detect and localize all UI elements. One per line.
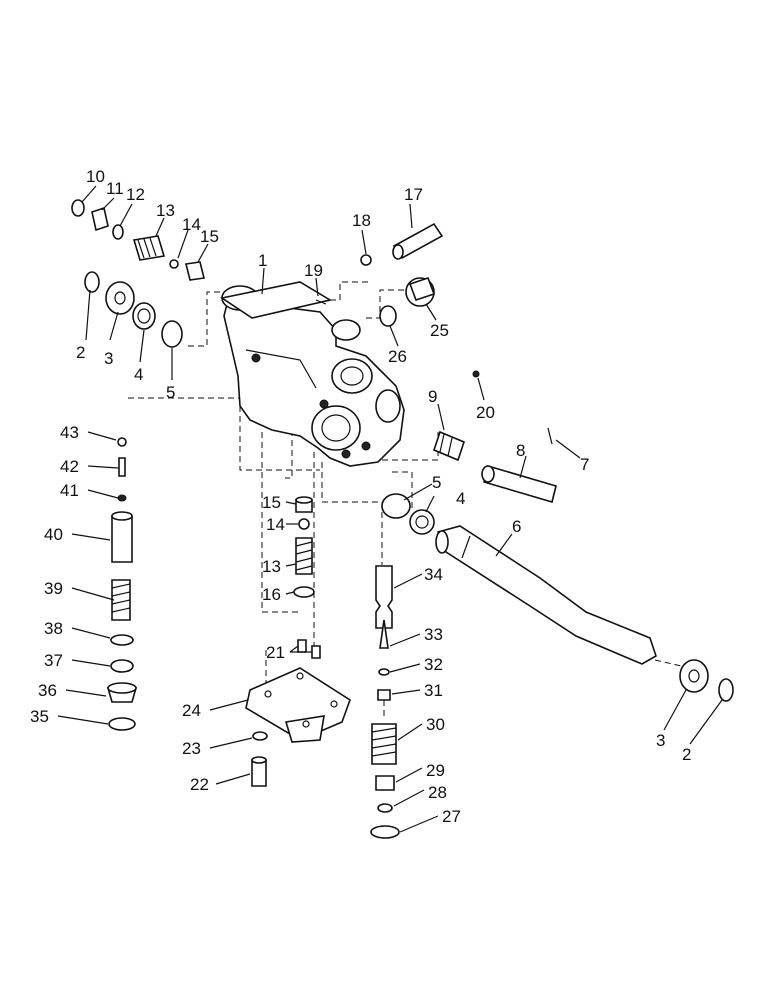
label-part-5-right: 5 [432,473,441,492]
label-part-14-center: 14 [266,515,285,534]
label-part-13-center: 13 [262,557,281,576]
label-part-7: 7 [580,455,589,474]
label-part-4-right: 4 [456,489,465,508]
label-part-5-left: 5 [166,383,175,402]
label-part-32: 32 [424,655,443,674]
label-part-42: 42 [60,457,79,476]
label-part-37: 37 [44,651,63,670]
label-part-24: 24 [182,701,201,720]
label-part-2-left: 2 [76,343,85,362]
label-part-18: 18 [352,211,371,230]
label-part-25: 25 [430,321,449,340]
label-part-15-top: 15 [200,227,219,246]
label-part-41: 41 [60,481,79,500]
label-part-43: 43 [60,423,79,442]
top-right-parts [315,222,557,504]
label-part-28: 28 [428,783,447,802]
label-part-1: 1 [258,251,267,270]
label-part-10: 10 [86,167,105,186]
label-part-9: 9 [428,387,437,406]
label-part-14-top: 14 [182,215,201,234]
label-part-35: 35 [30,707,49,726]
label-part-31: 31 [424,681,443,700]
control-shaft [381,493,734,702]
label-part-3-right: 3 [656,731,665,750]
label-part-15-center: 15 [262,493,281,512]
top-left-parts [71,199,205,348]
label-part-34: 34 [424,565,443,584]
label-part-21: 21 [266,643,285,662]
part-labels: 1 2 3 4 5 10 11 12 13 14 15 17 18 19 25 … [30,167,691,826]
label-part-13-top: 13 [156,201,175,220]
label-part-11: 11 [106,179,124,198]
cover-plate [245,667,351,787]
label-part-38: 38 [44,619,63,638]
label-part-4-left: 4 [134,365,143,384]
left-stack-parts [106,437,138,731]
valve-housing [219,281,405,467]
label-part-12: 12 [126,185,145,204]
label-part-23: 23 [182,739,201,758]
label-part-40: 40 [44,525,63,544]
label-part-26: 26 [388,347,407,366]
label-part-29: 29 [426,761,445,780]
label-part-3-left: 3 [104,349,113,368]
label-part-19: 19 [304,261,323,280]
label-part-27: 27 [442,807,461,826]
label-part-8: 8 [516,441,525,460]
label-part-6: 6 [512,517,521,536]
label-part-39: 39 [44,579,63,598]
right-stack-parts [370,565,400,839]
label-part-30: 30 [426,715,445,734]
label-part-33: 33 [424,625,443,644]
label-part-16: 16 [262,585,281,604]
label-part-2-right: 2 [682,745,691,764]
label-part-17: 17 [404,185,423,204]
leader-lines [57,185,723,833]
label-part-36: 36 [38,681,57,700]
center-stack-parts [293,496,321,659]
label-part-22: 22 [190,775,209,794]
label-part-20: 20 [476,403,495,422]
